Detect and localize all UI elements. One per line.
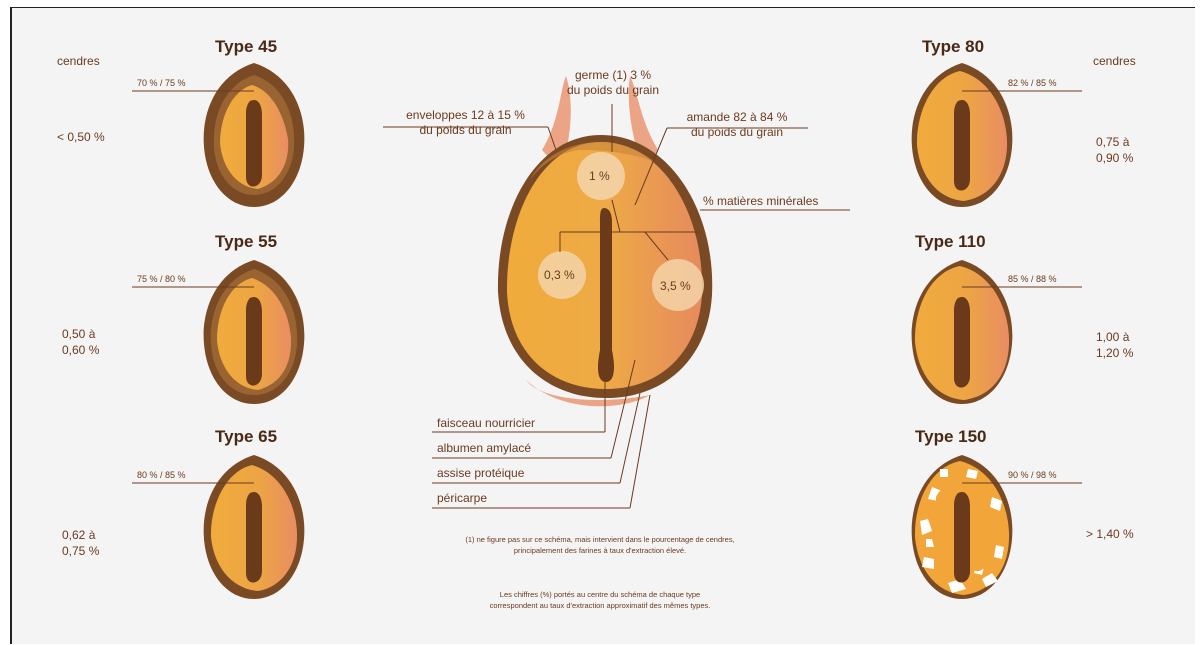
amande-line2: du poids du grain bbox=[667, 125, 807, 140]
ash-type-55-line2: 0,60 % bbox=[62, 343, 99, 358]
title-type-55: Type 55 bbox=[215, 232, 277, 252]
title-type-150: Type 150 bbox=[915, 427, 987, 447]
grain-type-80 bbox=[912, 63, 1013, 207]
left-ash-header: cendres bbox=[57, 54, 100, 69]
title-type-45: Type 45 bbox=[215, 37, 277, 57]
bubble-germ-value: 1 % bbox=[589, 169, 610, 184]
footnote-line1: (1) ne figure pas sur ce schéma, mais in… bbox=[380, 534, 820, 545]
germe-line2: du poids du grain bbox=[548, 83, 678, 98]
ash-type-65-line2: 0,75 % bbox=[62, 544, 99, 559]
extraction-type-65: 80 % / 85 % bbox=[137, 470, 186, 480]
ash-type-55-line1: 0,50 à bbox=[62, 327, 95, 342]
ash-type-80-line2: 0,90 % bbox=[1096, 151, 1133, 166]
grain-type-55 bbox=[204, 260, 305, 404]
grain-type-45 bbox=[204, 63, 305, 207]
matieres-minerales-label: % matières minérales bbox=[703, 194, 818, 209]
extraction-type-150: 90 % / 98 % bbox=[1008, 470, 1057, 480]
ash-type-45: < 0,50 % bbox=[57, 130, 105, 145]
enveloppes-label: enveloppes 12 à 15 % du poids du grain bbox=[383, 108, 548, 138]
footnote-line2: principalement des farines à taux d'extr… bbox=[380, 545, 820, 556]
note-line1: Les chiffres (%) portés au centre du sch… bbox=[400, 589, 800, 600]
part-pericarpe: péricarpe bbox=[437, 491, 487, 506]
amande-label: amande 82 à 84 % du poids du grain bbox=[667, 110, 807, 140]
title-type-80: Type 80 bbox=[922, 37, 984, 57]
extraction-type-110: 85 % / 88 % bbox=[1008, 274, 1057, 284]
bubble-albumen-value: 0,3 % bbox=[544, 268, 575, 283]
germe-label: germe (1) 3 % du poids du grain bbox=[548, 68, 678, 98]
note-line2: correspondent au taux d'extraction appro… bbox=[400, 600, 800, 611]
ash-type-65-line1: 0,62 à bbox=[62, 528, 95, 543]
ash-type-110-line1: 1,00 à bbox=[1096, 330, 1129, 345]
grain-type-65 bbox=[204, 455, 305, 599]
part-albumen: albumen amylacé bbox=[437, 441, 531, 456]
title-type-110: Type 110 bbox=[915, 232, 986, 252]
enveloppes-line1: enveloppes 12 à 15 % bbox=[383, 108, 548, 123]
title-type-65: Type 65 bbox=[215, 427, 277, 447]
ash-type-80-line1: 0,75 à bbox=[1096, 135, 1129, 150]
extraction-type-55: 75 % / 80 % bbox=[137, 274, 186, 284]
grain-type-110 bbox=[912, 260, 1013, 404]
extraction-type-45: 70 % / 75 % bbox=[137, 78, 186, 88]
amande-line1: amande 82 à 84 % bbox=[667, 110, 807, 125]
ash-type-150: > 1,40 % bbox=[1086, 527, 1134, 542]
germe-line1: germe (1) 3 % bbox=[548, 68, 678, 83]
enveloppes-line2: du poids du grain bbox=[383, 123, 548, 138]
ash-type-110-line2: 1,20 % bbox=[1096, 346, 1133, 361]
footnote: (1) ne figure pas sur ce schéma, mais in… bbox=[380, 534, 820, 556]
grain-type-150 bbox=[912, 455, 1013, 599]
extraction-type-80: 82 % / 85 % bbox=[1008, 78, 1057, 88]
extraction-note: Les chiffres (%) portés au centre du sch… bbox=[400, 589, 800, 611]
part-faisceau: faisceau nourricier bbox=[437, 416, 535, 431]
bubble-envelope-value: 3,5 % bbox=[660, 279, 691, 294]
part-assise: assise protéique bbox=[437, 466, 524, 481]
right-ash-header: cendres bbox=[1093, 54, 1136, 69]
